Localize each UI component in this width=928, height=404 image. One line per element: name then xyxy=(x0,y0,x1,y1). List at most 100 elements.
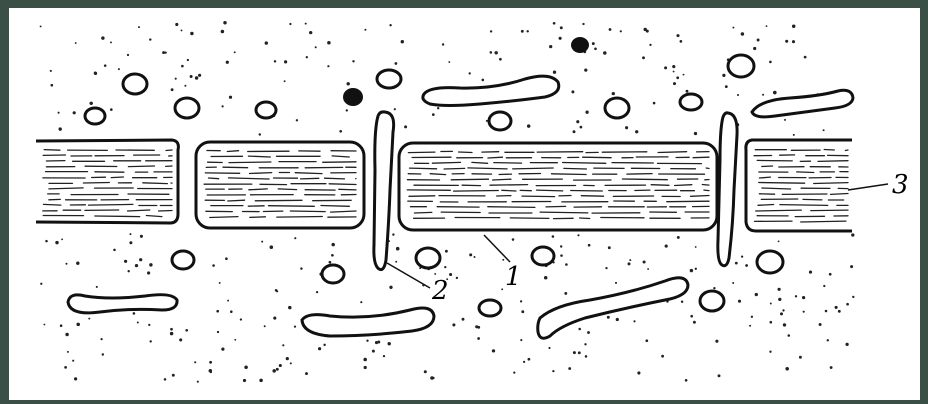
stipple-dot xyxy=(139,258,142,261)
stipple-dot xyxy=(65,333,68,336)
blob-bottom-left xyxy=(68,295,177,313)
stipple-dot xyxy=(732,282,734,284)
stipple-dot xyxy=(766,25,768,27)
stipple-dot xyxy=(571,90,574,93)
striation-line xyxy=(301,178,319,179)
striation-line xyxy=(248,156,270,157)
stipple-dot xyxy=(616,318,619,321)
stipple-dot xyxy=(778,298,781,301)
vertical-cell-2 xyxy=(718,113,737,266)
stipple-dot xyxy=(502,259,504,261)
stipple-dot xyxy=(615,282,617,284)
stipple-dot xyxy=(444,266,446,268)
stipple-dot xyxy=(101,36,104,39)
stipple-dot xyxy=(110,41,112,43)
stipple-dot xyxy=(226,61,229,64)
striation-line xyxy=(410,168,437,169)
stipple-dot xyxy=(72,360,74,362)
stipple-dot xyxy=(129,241,132,244)
stipple-dot xyxy=(372,350,375,353)
stipple-dot xyxy=(576,120,579,123)
stipple-dot xyxy=(520,339,522,341)
striation-line xyxy=(831,194,848,195)
stipple-dot xyxy=(404,125,407,128)
stipple-dot xyxy=(637,371,640,374)
stipple-dot xyxy=(190,75,193,78)
stipple-dot xyxy=(769,351,771,353)
stipple-dot xyxy=(170,328,173,331)
round-cell xyxy=(605,98,629,118)
stipple-dot xyxy=(456,277,458,279)
stipple-dot xyxy=(782,309,784,311)
round-cell xyxy=(377,70,401,88)
stipple-dot xyxy=(194,361,196,363)
striation-line xyxy=(691,196,709,197)
stipple-dot xyxy=(809,271,812,274)
stipple-dot xyxy=(564,292,567,295)
striation-line xyxy=(627,174,652,175)
striation-line xyxy=(757,160,792,161)
round-cell xyxy=(175,98,199,118)
stipple-dot xyxy=(149,263,152,266)
stipple-dot xyxy=(578,351,581,354)
stipple-dot xyxy=(683,74,685,76)
stipple-dot xyxy=(389,286,392,289)
stipple-dot xyxy=(265,41,268,44)
stipple-dot xyxy=(680,40,683,43)
stipple-dot xyxy=(523,361,525,363)
stipple-dot xyxy=(448,61,450,63)
stipple-dot xyxy=(138,26,140,28)
stipple-dot xyxy=(67,351,69,353)
stipple-dot xyxy=(521,310,524,313)
stipple-dot xyxy=(643,260,646,263)
stipple-dot xyxy=(137,322,139,324)
striation-line xyxy=(321,206,349,207)
stipple-dot xyxy=(276,368,279,371)
stipple-dot xyxy=(829,273,832,276)
stipple-dot xyxy=(625,126,628,129)
stipple-dot xyxy=(474,256,476,258)
stipple-dot xyxy=(375,341,378,344)
round-cell xyxy=(85,108,105,124)
stipple-dot xyxy=(642,56,645,59)
stipple-dot xyxy=(846,303,849,306)
stipple-dot xyxy=(179,338,182,341)
stipple-dot xyxy=(171,88,174,91)
stipple-dot xyxy=(323,344,325,346)
stipple-dot xyxy=(327,41,331,45)
stipple-dot xyxy=(434,273,436,275)
striation-line xyxy=(488,207,535,208)
striation-line xyxy=(249,189,267,190)
stipple-dot xyxy=(209,361,212,364)
stipple-dot xyxy=(741,255,743,257)
striation-line xyxy=(444,168,465,169)
stipple-dot xyxy=(681,300,683,302)
striation-line xyxy=(227,151,238,152)
stipple-dot xyxy=(221,347,224,350)
stipple-dot xyxy=(223,21,226,24)
stipple-dot xyxy=(392,233,394,235)
stipple-dot xyxy=(331,254,334,257)
label-3: 3 xyxy=(892,170,909,200)
striation-line xyxy=(803,199,822,200)
stipple-dot xyxy=(722,74,725,77)
stipple-dot xyxy=(289,23,291,25)
stipple-dot xyxy=(587,331,590,334)
striation-line xyxy=(493,179,511,180)
striation-line xyxy=(564,168,587,169)
striation-line xyxy=(658,152,687,153)
stipple-dot xyxy=(852,296,854,298)
striation-line xyxy=(845,150,848,151)
stipple-dot xyxy=(75,42,77,44)
stipple-dot xyxy=(490,51,493,54)
stipple-dot xyxy=(100,338,102,340)
stipple-dot xyxy=(559,37,562,40)
stipple-dot xyxy=(769,61,772,64)
stipple-dot xyxy=(216,310,219,313)
stipple-dot xyxy=(560,254,563,257)
stipple-dot xyxy=(394,108,396,110)
stipple-dot xyxy=(275,289,278,292)
stipple-dot xyxy=(60,324,63,327)
stipple-dot xyxy=(230,310,233,313)
stipple-dot xyxy=(61,238,63,240)
